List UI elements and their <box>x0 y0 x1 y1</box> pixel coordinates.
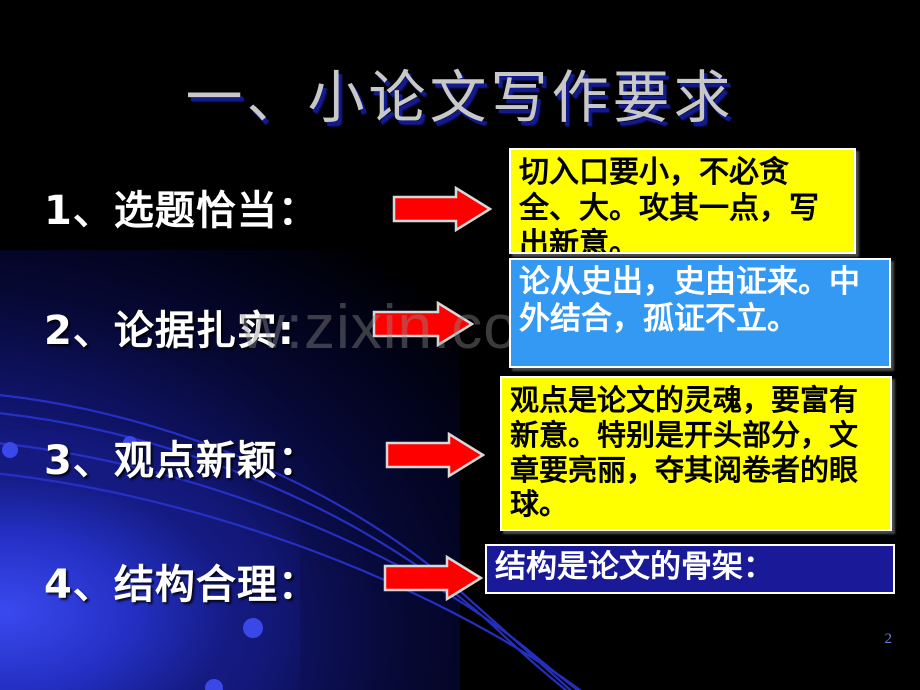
right-arrow-icon-3 <box>385 432 485 478</box>
slide-title: 一、小论文写作要求 <box>185 65 735 131</box>
page-number: 2 <box>884 631 893 647</box>
right-arrow-icon-1 <box>392 186 492 232</box>
item-1-number: 1、 <box>44 188 114 234</box>
item-2-number: 2、 <box>44 308 114 354</box>
callout-box-viewpoint: 观点是论文的灵魂，要富有新意。特别是开头部分，文章要亮丽，夺其阅卷者的眼球。 <box>500 376 892 531</box>
right-arrow-icon-2 <box>372 301 474 347</box>
list-item-3: 3、观点新颖： <box>44 428 319 486</box>
right-arrow-icon-4 <box>383 555 483 601</box>
list-item-1: 1、选题恰当： <box>44 178 319 236</box>
callout-box-topic: 切入口要小，不必贪全、大。攻其一点，写出新意。 <box>509 148 856 254</box>
item-4-label: 结构合理： <box>113 562 319 608</box>
callout-box-structure: 结构是论文的骨架： <box>485 544 895 594</box>
item-4-number: 4、 <box>44 562 114 608</box>
list-item-4: 4、结构合理： <box>44 552 319 610</box>
list-item-2: 2、论据扎实: <box>44 298 295 356</box>
item-2-label: 论据扎实: <box>113 308 295 354</box>
item-1-label: 选题恰当： <box>113 188 319 234</box>
callout-box-evidence: 论从史出，史由证来。中外结合，孤证不立。 <box>509 258 891 368</box>
item-3-number: 3、 <box>44 438 114 484</box>
item-3-label: 观点新颖： <box>113 438 319 484</box>
